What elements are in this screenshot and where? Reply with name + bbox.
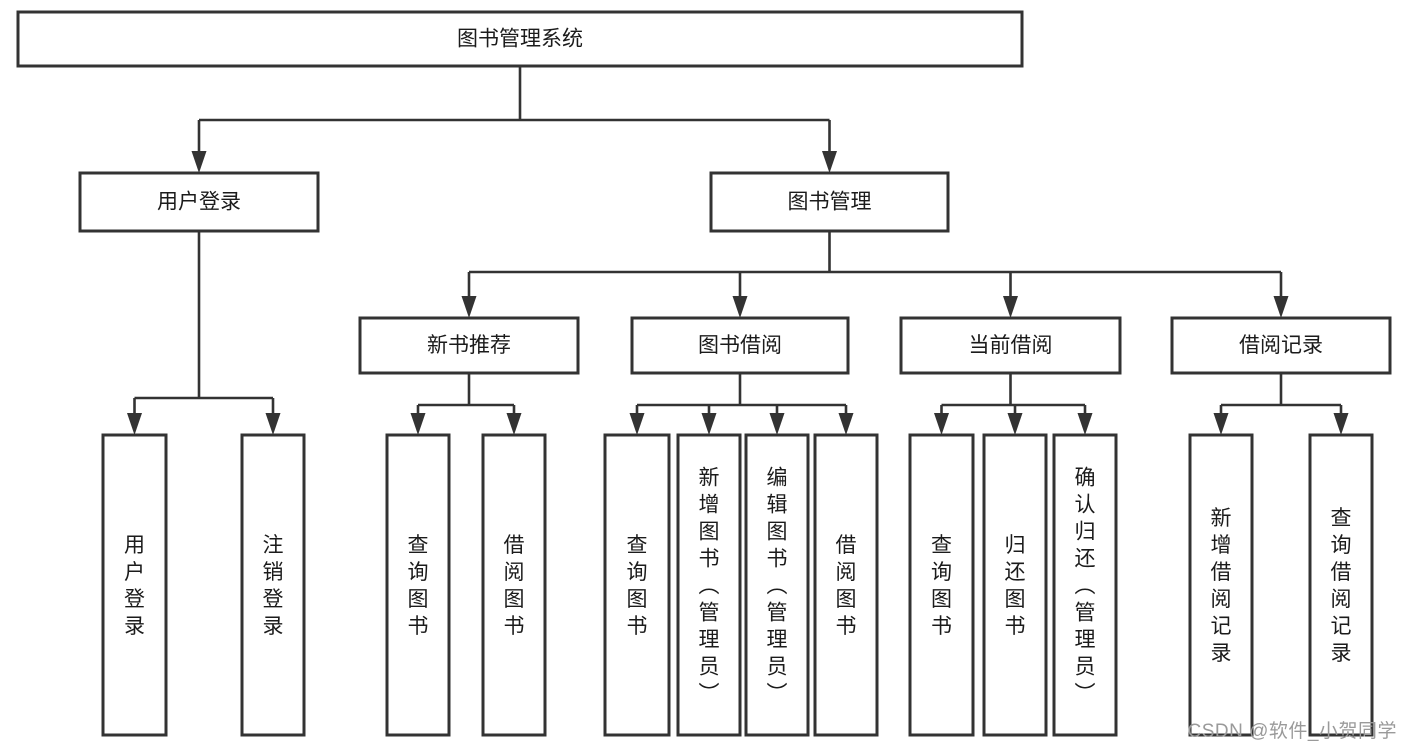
node-book-management[interactable]: 图书管理 [709,171,950,233]
node-leaf-query-book-cur[interactable]: 查询图书 [908,433,975,737]
node-label: 确认归还︵管理员︶ [1075,467,1096,706]
node-label: 用户登录 [124,534,145,638]
arrow-head-icon [732,296,748,318]
arrow-head-icon [701,413,717,435]
node-box [744,433,810,737]
node-box [1170,316,1392,375]
arrow-head-icon [265,413,281,435]
node-new-book-recommend[interactable]: 新书推荐 [358,316,580,375]
node-box [78,171,320,233]
node-root[interactable]: 图书管理系统 [16,10,1024,68]
node-leaf-add-book-admin[interactable]: 新增图书︵管理员︶ [676,433,742,737]
node-leaf-borrow-book-rec[interactable]: 借阅图书 [481,433,547,737]
arrow-head-icon [1077,413,1093,435]
node-box [1308,433,1374,737]
arrow-head-icon [838,413,854,435]
arrow-head-icon [769,413,785,435]
node-box [1188,433,1254,737]
node-leaf-logout[interactable]: 注销登录 [240,433,306,737]
arrow-head-icon [1213,413,1229,435]
node-box [908,433,975,737]
node-label: 查询图书 [408,534,429,638]
node-box [813,433,879,737]
node-label: 借阅图书 [836,534,857,638]
arrow-head-icon [127,413,142,435]
node-leaf-query-book-rec[interactable]: 查询图书 [385,433,451,737]
arrow-head-icon [934,413,949,435]
node-box [358,316,580,375]
node-box [385,433,451,737]
node-leaf-confirm-return-admin[interactable]: 确认归还︵管理员︶ [1052,433,1118,737]
node-box [630,316,850,375]
node-label: 借阅图书 [504,534,525,638]
arrow-head-icon [1007,413,1023,435]
node-box [676,433,742,737]
node-box [240,433,306,737]
arrow-head-icon [1273,296,1289,318]
node-label: 查询图书 [627,534,648,638]
arrow-head-icon [506,413,522,435]
node-box [603,433,671,737]
node-box [101,433,168,737]
node-label: 用户登录 [157,191,241,214]
node-label: 新书推荐 [427,334,511,357]
node-box [982,433,1048,737]
node-box [1052,433,1118,737]
arrow-head-icon [1333,413,1349,435]
node-label: 编辑图书︵管理员︶ [767,467,788,706]
node-leaf-user-login[interactable]: 用户登录 [101,433,168,737]
node-label: 借阅记录 [1239,334,1323,357]
arrow-head-icon [1003,296,1018,318]
node-label: 当前借阅 [969,334,1053,357]
node-label: 新增借阅记录 [1211,507,1232,665]
node-label: 查询借阅记录 [1331,507,1352,665]
node-current-borrow[interactable]: 当前借阅 [899,316,1122,375]
node-label: 图书管理 [788,191,872,214]
arrow-head-icon [461,296,477,318]
node-label: 注销登录 [263,534,284,638]
node-leaf-add-record[interactable]: 新增借阅记录 [1188,433,1254,737]
node-label: 查询图书 [931,534,952,638]
node-box [481,433,547,737]
node-leaf-query-record[interactable]: 查询借阅记录 [1308,433,1374,737]
arrow-head-icon [191,151,207,173]
connector-layer [127,66,1349,435]
node-leaf-edit-book-admin[interactable]: 编辑图书︵管理员︶ [744,433,810,737]
node-borrow-record[interactable]: 借阅记录 [1170,316,1392,375]
arrow-head-icon [410,413,426,435]
node-label: 图书管理系统 [457,28,583,51]
node-book-borrow[interactable]: 图书借阅 [630,316,850,375]
node-leaf-borrow-book[interactable]: 借阅图书 [813,433,879,737]
node-label: 图书借阅 [698,334,782,357]
arrow-head-icon [629,413,645,435]
arrow-head-icon [822,151,837,173]
node-box [16,10,1024,68]
node-label: 新增图书︵管理员︶ [699,467,720,706]
node-layer: 图书管理系统用户登录图书管理新书推荐图书借阅当前借阅借阅记录用户登录注销登录查询… [16,10,1392,737]
watermark: CSDN @软件_小贺同学 [1187,721,1397,742]
node-user-login[interactable]: 用户登录 [78,171,320,233]
node-box [899,316,1122,375]
node-leaf-query-book[interactable]: 查询图书 [603,433,671,737]
node-box [709,171,950,233]
node-label: 归还图书 [1005,534,1026,638]
node-leaf-return-book[interactable]: 归还图书 [982,433,1048,737]
